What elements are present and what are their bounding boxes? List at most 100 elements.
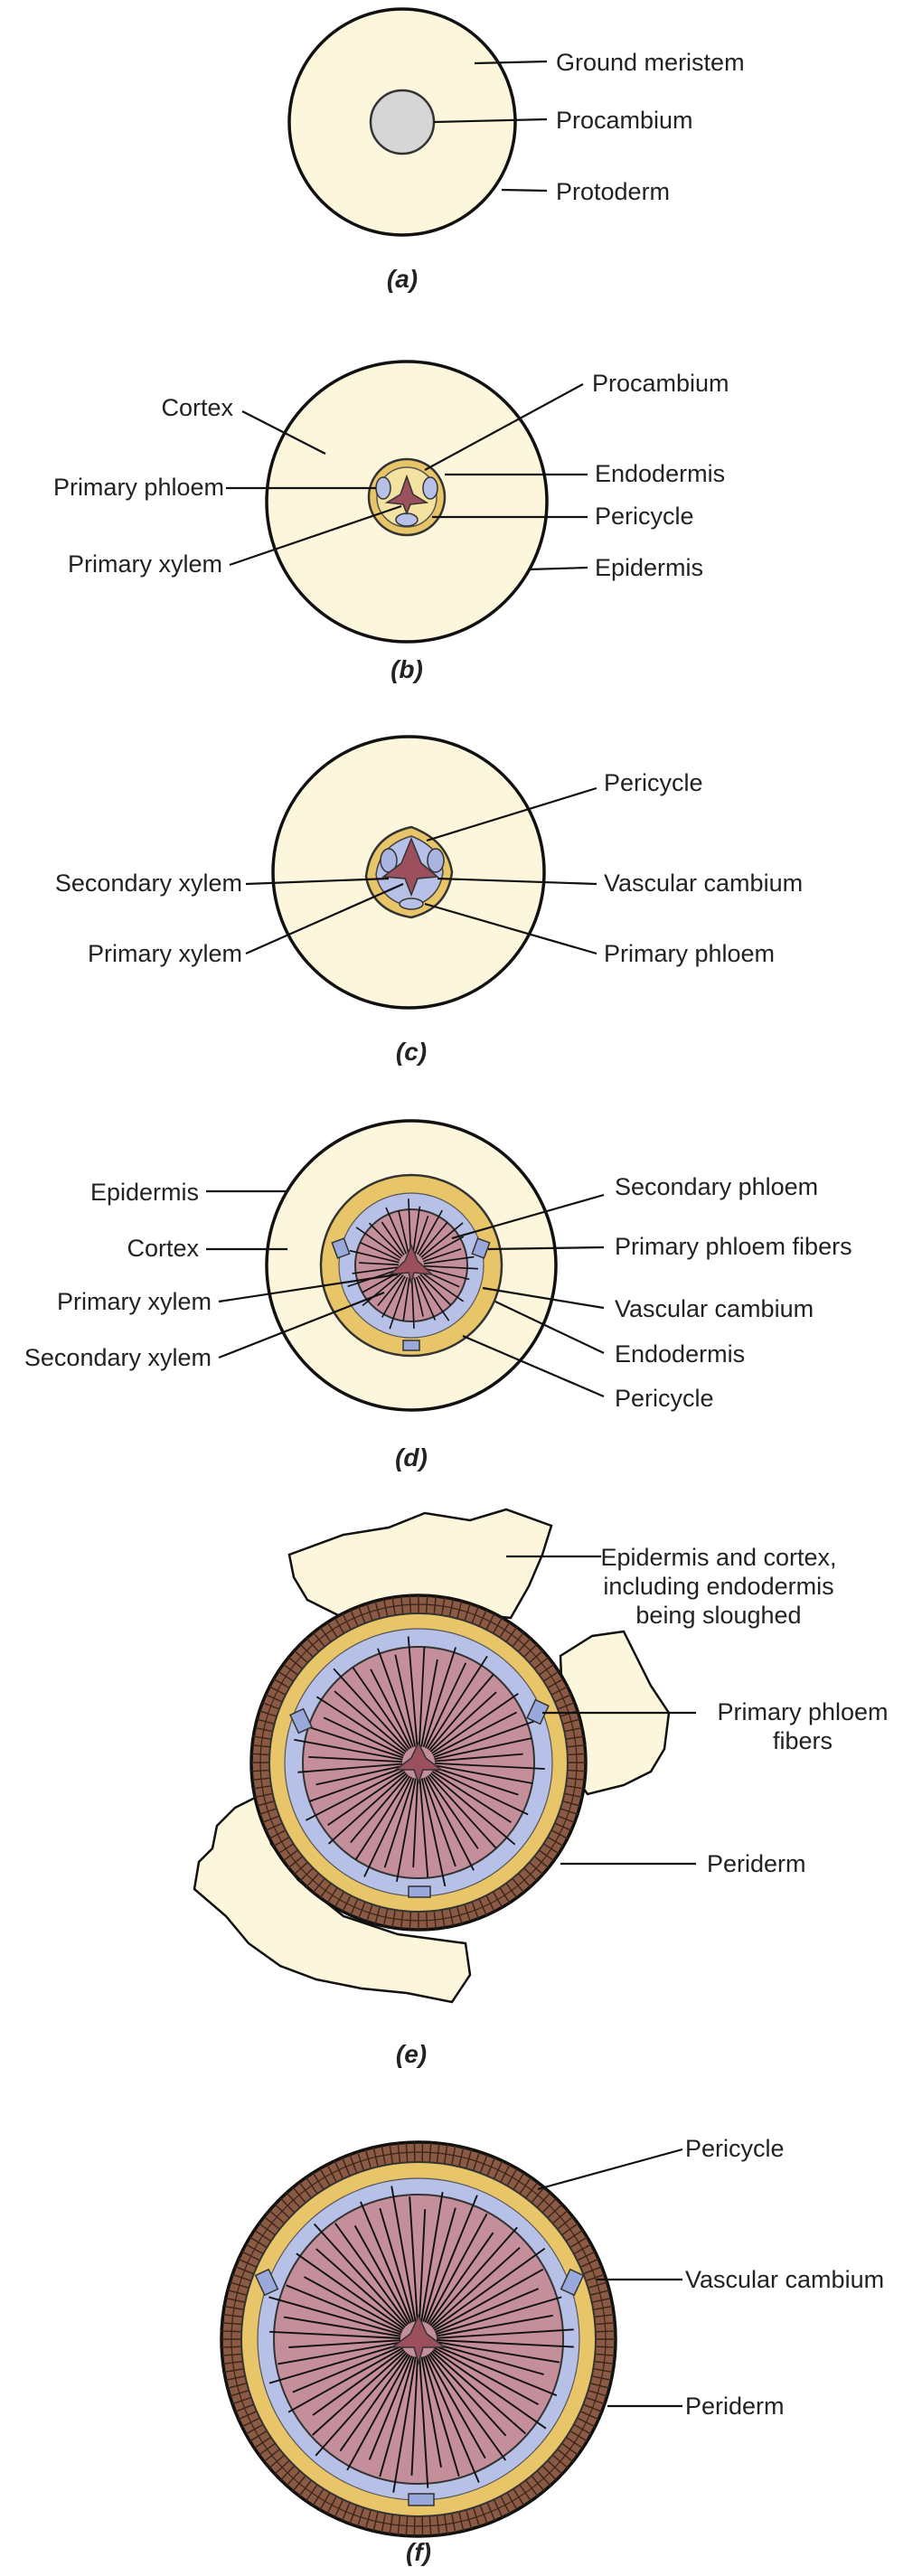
ray-line [350, 1774, 409, 1843]
sloughed-tissue-top [287, 1508, 553, 1620]
ray-line [425, 1776, 475, 1871]
ray-line [436, 2328, 574, 2339]
ray-line [308, 1756, 403, 1763]
ray-line [421, 1236, 465, 1260]
secondary-xylem-patch [427, 848, 445, 873]
primary-xylem-star [390, 2314, 447, 2365]
label-epidermis: Epidermis [90, 1179, 199, 1206]
leader-line [487, 1246, 605, 1251]
ray-line [313, 2223, 408, 2327]
ray-line [428, 1773, 497, 1849]
ray-line [435, 2345, 558, 2397]
ray-line [354, 1775, 410, 1860]
ray-lines [347, 1199, 478, 1330]
ray-line [334, 2223, 409, 2326]
sloughed-tissue-left [193, 1792, 472, 2004]
ray-lines [268, 2186, 574, 2493]
ray-line [412, 1778, 419, 1867]
panel-c: Pericycle Secondary xylem Vascular cambi… [55, 735, 803, 1066]
primary-phloem-fiber [526, 1698, 550, 1725]
leader-line [528, 566, 588, 571]
ray-line [428, 1673, 494, 1751]
ray-line [362, 1273, 402, 1307]
ray-line [304, 2276, 403, 2332]
ray-line [379, 2207, 415, 2323]
ray-line [426, 2213, 488, 2324]
ray-line [402, 1277, 410, 1321]
ray-line [417, 1209, 443, 1255]
ray-line [432, 1768, 529, 1816]
ray-line [419, 1778, 429, 1878]
ray-line [435, 2288, 540, 2334]
label-sloughed-line2: including endodermis [603, 1573, 833, 1600]
ray-line [436, 2339, 574, 2348]
leader-line [474, 60, 548, 65]
leader-line [451, 1193, 605, 1240]
ray-line [377, 1274, 404, 1307]
ray-line [312, 2350, 406, 2436]
ray-line [423, 1248, 462, 1263]
ray-line [296, 2252, 405, 2330]
ray-line [368, 2355, 413, 2460]
ray-line [370, 1669, 412, 1749]
ray-line [420, 1778, 447, 1887]
ray-line [392, 2356, 417, 2493]
leader-line [229, 504, 402, 567]
primary-phloem-fiber [331, 1237, 351, 1259]
primary-phloem-fiber [408, 1885, 431, 1898]
leader-line [245, 877, 390, 886]
ray-line [433, 1766, 519, 1796]
label-sloughed-line1: Epidermis and cortex, [600, 1544, 836, 1571]
primary-phloem-patch [395, 512, 419, 527]
label-primary-phloem-fibers-2: fibers [773, 1727, 833, 1754]
procambium-circle [369, 89, 436, 155]
ray-line [415, 1276, 437, 1321]
label-primary-phloem: Primary phloem [604, 940, 775, 967]
ray-line [309, 1767, 404, 1802]
ray-lines [294, 1636, 545, 1887]
label-primary-xylem: Primary xylem [57, 1288, 212, 1315]
primary-xylem-star [384, 474, 429, 516]
ray-line [286, 2284, 402, 2334]
ray-line [381, 1275, 406, 1318]
ray-line [431, 2246, 521, 2328]
ray-line [431, 2350, 527, 2435]
ray-line [429, 2352, 507, 2437]
label-cortex: Cortex [127, 1235, 199, 1262]
ray-line [419, 2209, 427, 2322]
ray-line [297, 1763, 403, 1773]
ray-line [434, 2346, 540, 2406]
ray-line [268, 2296, 401, 2336]
ray-line [433, 2268, 544, 2332]
label-ground-meristem: Ground meristem [556, 49, 745, 76]
ray-line [434, 1763, 545, 1770]
label-primary-xylem: Primary xylem [88, 940, 242, 967]
ray-line [433, 1719, 539, 1758]
ray-line [379, 2356, 415, 2477]
label-periderm: Periderm [685, 2393, 785, 2420]
ray-line [394, 1654, 417, 1747]
leader-line [437, 877, 597, 886]
ray-line [409, 2196, 419, 2322]
ray-line [432, 2348, 547, 2430]
ray-line [421, 1272, 465, 1302]
ray-line [420, 1222, 464, 1258]
leader-line [501, 188, 548, 193]
ray-line [349, 1249, 400, 1264]
ray-line [346, 2355, 411, 2471]
ray-line [283, 2316, 401, 2337]
ray-line [294, 1738, 403, 1761]
label-sloughed-line3: being sloughed [635, 1602, 801, 1629]
ray-line [407, 1636, 419, 1747]
caption-b: (b) [390, 655, 423, 683]
label-vascular-cambium: Vascular cambium [685, 2266, 884, 2293]
leader-line [245, 882, 404, 955]
primary-phloem-fiber [402, 1340, 420, 1351]
leader-line [424, 383, 584, 471]
leader-line [218, 1273, 399, 1303]
ray-line [287, 2346, 404, 2413]
label-primary-phloem: Primary phloem [53, 474, 224, 501]
ray-line [315, 1764, 403, 1786]
ray-line [398, 1210, 409, 1254]
periderm-band-line [259, 1603, 578, 1922]
